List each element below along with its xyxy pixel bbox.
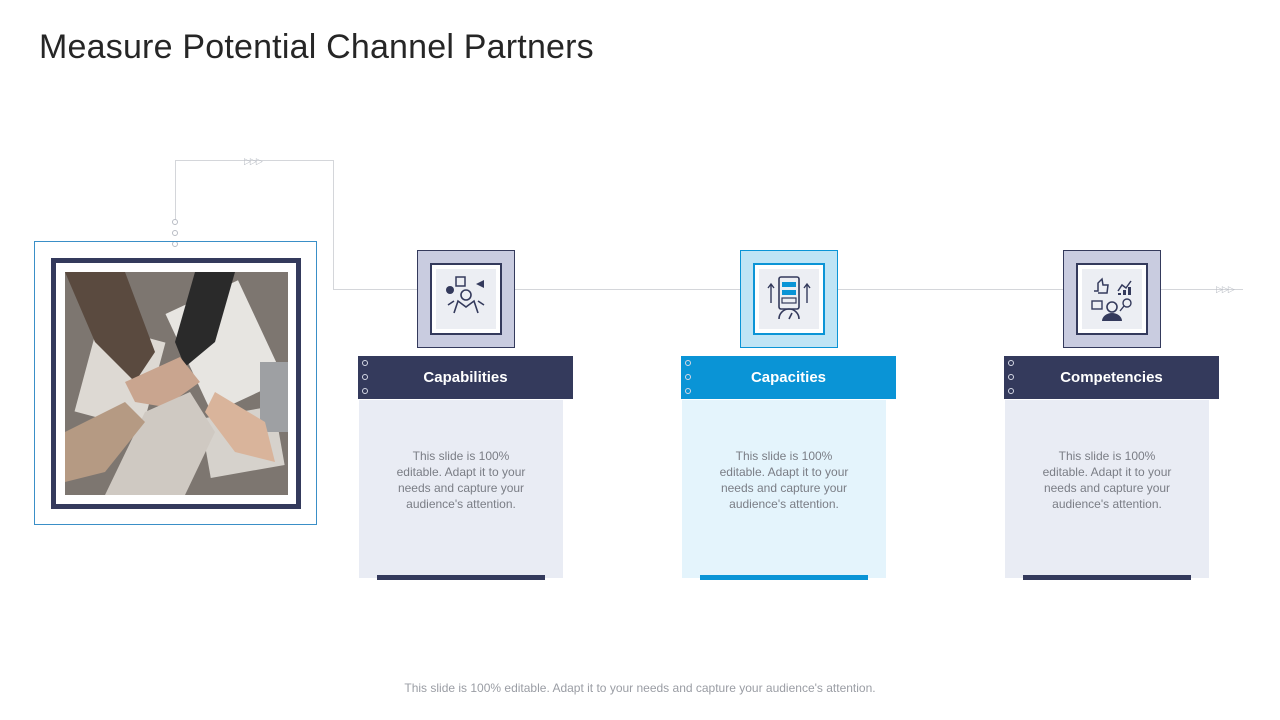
- connector-line: [175, 160, 176, 220]
- card-underline: [700, 575, 868, 580]
- capacities-icon-box: [740, 250, 838, 348]
- competencies-card: This slide is 100% editable. Adapt it to…: [1005, 400, 1209, 580]
- capacities-header: Capacities: [681, 356, 896, 399]
- server-gauge-icon: [767, 276, 811, 320]
- arrow-chevrons-icon: ▷▷▷: [244, 156, 263, 166]
- connector-line: [175, 160, 334, 161]
- arrow-chevrons-icon: ▷▷▷: [1216, 284, 1235, 294]
- decorative-dots: [685, 360, 691, 402]
- card-body-text: This slide is 100% editable. Adapt it to…: [1042, 449, 1172, 511]
- team-hands-photo: [65, 272, 288, 495]
- skills-thumbs-up-icon: [1091, 277, 1132, 321]
- card-heading: Capacities: [750, 369, 827, 386]
- card-body-text: This slide is 100% editable. Adapt it to…: [719, 449, 849, 511]
- capabilities-header: Capabilities: [358, 356, 573, 399]
- decorative-dots: [362, 360, 368, 402]
- card-underline: [377, 575, 545, 580]
- decorative-dots: [1008, 360, 1014, 402]
- capabilities-icon-box: [417, 250, 515, 348]
- card-heading: Competencies: [1060, 369, 1163, 386]
- card-underline: [1023, 575, 1191, 580]
- card-heading: Capabilities: [423, 369, 508, 386]
- capacities-card: This slide is 100% editable. Adapt it to…: [682, 400, 886, 580]
- connector-ring: [172, 230, 178, 236]
- footer-note: This slide is 100% editable. Adapt it to…: [404, 681, 876, 695]
- photo-outer-frame: [34, 241, 317, 525]
- competencies-icon-box: [1063, 250, 1161, 348]
- slide-title: Measure Potential Channel Partners: [39, 28, 594, 66]
- card-body-text: This slide is 100% editable. Adapt it to…: [396, 449, 526, 511]
- competencies-header: Competencies: [1004, 356, 1219, 399]
- connector-ring: [172, 219, 178, 225]
- connector-line: [333, 160, 334, 290]
- capabilities-card: This slide is 100% editable. Adapt it to…: [359, 400, 563, 580]
- presenter-with-charts-icon: [446, 276, 485, 314]
